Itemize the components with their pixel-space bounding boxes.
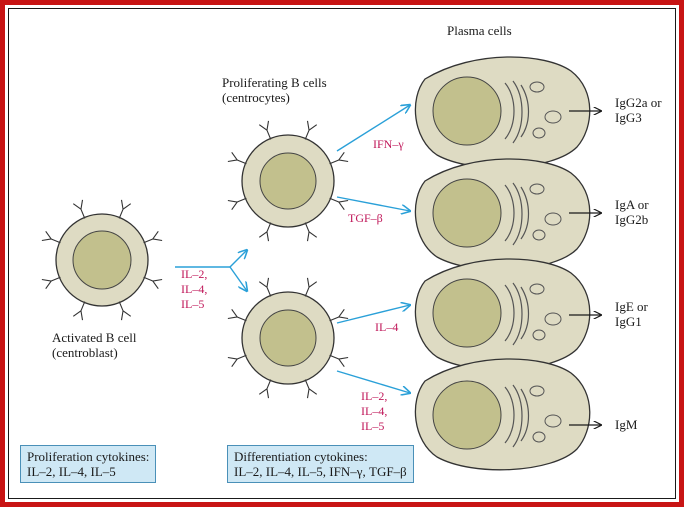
output-2-line2: IgG2b bbox=[615, 212, 649, 227]
output-arrows bbox=[569, 111, 601, 425]
antibody-receptor bbox=[304, 277, 318, 297]
cytokine-il5: IL–5 bbox=[181, 297, 205, 311]
antibody-receptor bbox=[118, 301, 132, 321]
antibody-receptor bbox=[304, 120, 318, 140]
arrow-to-plasma-3 bbox=[336, 305, 410, 324]
plasma-cell-2 bbox=[414, 158, 591, 271]
activated-label: Activated B cell (centroblast) bbox=[52, 330, 136, 360]
antibody-receptor bbox=[143, 230, 163, 244]
receptors bbox=[41, 199, 163, 321]
output-igm: IgM bbox=[615, 417, 637, 432]
antibody-receptor bbox=[258, 379, 272, 399]
arrow-to-plasma-4 bbox=[336, 370, 410, 393]
blue-arrows bbox=[229, 105, 410, 393]
proliferating-label-line2: (centrocytes) bbox=[222, 90, 290, 105]
proliferating-label-line1: Proliferating B cells bbox=[222, 75, 327, 90]
antibody-receptor bbox=[304, 379, 318, 399]
antibody-receptor bbox=[329, 308, 349, 322]
cytokine-il4-igm: IL–4, bbox=[361, 404, 388, 418]
antibody-receptor bbox=[227, 197, 247, 211]
receptors bbox=[227, 120, 349, 242]
antibody-receptor bbox=[329, 197, 349, 211]
proliferating-b-cell-bottom bbox=[227, 277, 349, 399]
cytokine-ifn-gamma: IFN–γ bbox=[373, 137, 404, 151]
plasma-cell-1 bbox=[414, 56, 591, 169]
output-1-line2: IgG3 bbox=[615, 110, 642, 125]
proliferating-label: Proliferating B cells (centrocytes) bbox=[222, 75, 327, 105]
cytokines-to-igm: IL–2, IL–4, IL–5 bbox=[361, 389, 387, 434]
arrow-to-prolif-top bbox=[229, 250, 247, 268]
antibody-receptor bbox=[304, 222, 318, 242]
receptors bbox=[227, 277, 349, 399]
cytokine-il4: IL–4, bbox=[181, 282, 208, 296]
output-iga-igg2b: IgA or IgG2b bbox=[615, 197, 649, 227]
output-3-line2: IgG1 bbox=[615, 314, 642, 329]
antibody-receptor bbox=[329, 354, 349, 368]
antibody-receptor bbox=[258, 120, 272, 140]
antibody-receptor bbox=[227, 151, 247, 165]
antibody-receptor bbox=[329, 151, 349, 165]
arrow-to-plasma-1 bbox=[336, 105, 410, 152]
plasma-cell-3 bbox=[414, 258, 591, 371]
cytokine-tgf-beta: TGF–β bbox=[348, 211, 383, 225]
activated-b-cell bbox=[41, 199, 163, 321]
antibody-receptor bbox=[227, 308, 247, 322]
antibody-receptor bbox=[258, 222, 272, 242]
proliferation-box-list: IL–2, IL–4, IL–5 bbox=[27, 464, 116, 479]
plasma-cell-4 bbox=[414, 358, 591, 471]
plasma-cells-label: Plasma cells bbox=[447, 23, 512, 38]
antibody-receptor bbox=[41, 230, 61, 244]
differentiation-box-title: Differentiation cytokines: bbox=[234, 449, 368, 464]
differentiation-cytokines-box: Differentiation cytokines: IL–2, IL–4, I… bbox=[227, 445, 414, 483]
antibody-receptor bbox=[143, 276, 163, 290]
antibody-receptor bbox=[41, 276, 61, 290]
cytokines-to-proliferation: IL–2, IL–4, IL–5 bbox=[181, 267, 207, 312]
activated-label-line1: Activated B cell bbox=[52, 330, 137, 345]
output-3-line1: IgE or bbox=[615, 299, 648, 314]
cytokine-il4-ige: IL–4 bbox=[375, 320, 399, 334]
output-2-line1: IgA or bbox=[615, 197, 649, 212]
proliferation-box-title: Proliferation cytokines: bbox=[27, 449, 150, 464]
cytokine-il2-igm: IL–2, bbox=[361, 389, 388, 403]
activated-label-line2: (centroblast) bbox=[52, 345, 118, 360]
antibody-receptor bbox=[258, 277, 272, 297]
b-cell-differentiation-diagram bbox=[41, 56, 679, 471]
output-1-line1: IgG2a or bbox=[615, 95, 662, 110]
differentiation-box-list: IL–2, IL–4, IL–5, IFN–γ, TGF–β bbox=[234, 464, 407, 479]
antibody-receptor bbox=[227, 354, 247, 368]
cytokine-il5-igm: IL–5 bbox=[361, 419, 385, 433]
arrow-to-prolif-bottom bbox=[229, 266, 247, 291]
antibody-receptor bbox=[72, 301, 86, 321]
output-ige-igg1: IgE or IgG1 bbox=[615, 299, 648, 329]
proliferation-cytokines-box: Proliferation cytokines: IL–2, IL–4, IL–… bbox=[20, 445, 157, 483]
output-4-line1: IgM bbox=[615, 417, 638, 432]
arrow-to-plasma-2 bbox=[336, 196, 410, 211]
antibody-receptor bbox=[72, 199, 86, 219]
antibody-receptor bbox=[118, 199, 132, 219]
output-igg2a-igg3: IgG2a or IgG3 bbox=[615, 95, 662, 125]
proliferating-b-cell-top bbox=[227, 120, 349, 242]
cytokine-il2: IL–2, bbox=[181, 267, 208, 281]
